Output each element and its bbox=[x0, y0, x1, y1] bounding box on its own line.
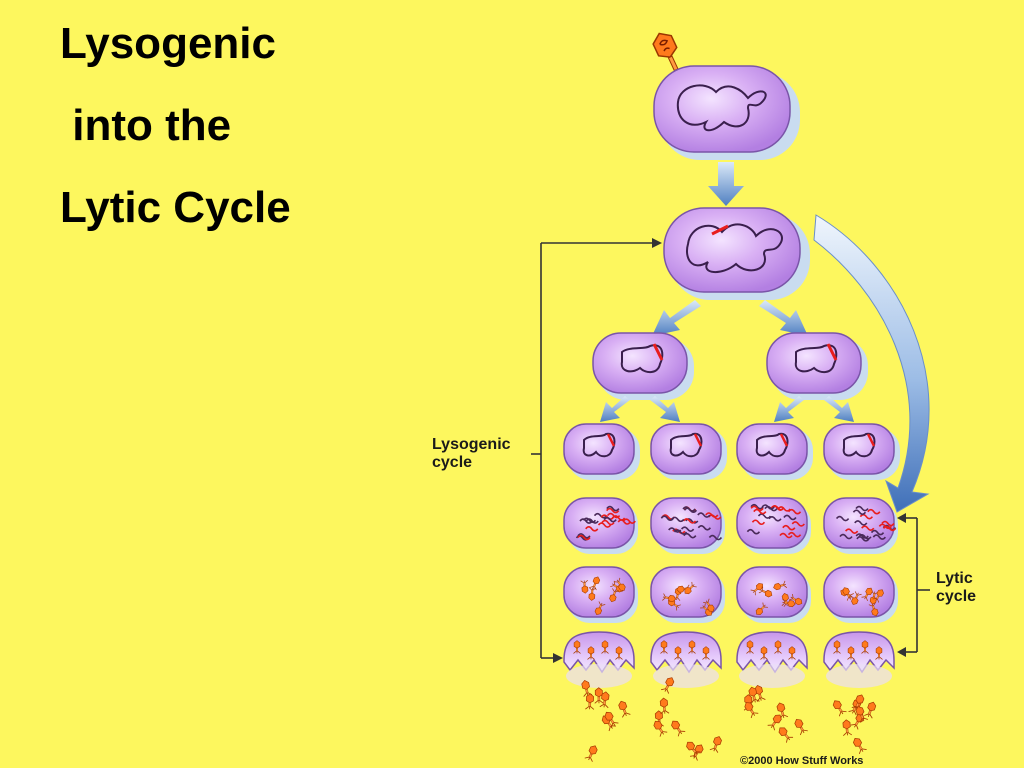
lysing-cell-2 bbox=[650, 631, 724, 762]
assembling-cell-3 bbox=[736, 566, 811, 623]
assembling-cell-1 bbox=[563, 566, 638, 623]
division-arrow-right bbox=[759, 300, 808, 336]
lysogenic-cycle-label-line1: Lysogenic bbox=[432, 436, 511, 453]
phage-attaching-icon bbox=[652, 32, 679, 72]
replicating-cell-2 bbox=[650, 497, 725, 554]
host-cell-gen3-2 bbox=[650, 423, 727, 480]
lytic-cycle-label-line1: Lytic bbox=[936, 570, 973, 587]
lysing-cell-4 bbox=[823, 631, 895, 755]
division-arrow-1 bbox=[708, 162, 744, 206]
lysogenic-arrowhead-bottom bbox=[553, 653, 563, 663]
division-arrow-left bbox=[652, 300, 701, 336]
host-cell-gen2-right bbox=[766, 332, 868, 400]
cells-replicating-dna bbox=[563, 497, 898, 554]
host-cell-gen3-1 bbox=[563, 423, 640, 480]
lytic-bracket bbox=[903, 517, 930, 653]
lytic-arrowhead-bottom bbox=[897, 647, 906, 657]
cells-lysing bbox=[563, 631, 895, 763]
cells-assembling-phages bbox=[563, 566, 898, 623]
title-line-1: Lysogenic bbox=[60, 19, 276, 68]
division-arrows-gen3 bbox=[600, 396, 854, 422]
replicating-cell-3 bbox=[736, 497, 811, 554]
copyright-text: ©2000 How Stuff Works bbox=[740, 755, 863, 767]
title-line-2: into the bbox=[60, 101, 232, 150]
host-cell-infected bbox=[653, 65, 800, 160]
lytic-cycle-label-line2: cycle bbox=[936, 588, 976, 605]
host-cell-gen2-left bbox=[592, 332, 694, 400]
lysogenic-bracket bbox=[531, 242, 655, 659]
host-cell-gen3-3 bbox=[736, 423, 813, 480]
title-line-3: Lytic Cycle bbox=[60, 183, 291, 232]
assembling-cell-4 bbox=[823, 566, 898, 623]
lysing-cell-3 bbox=[736, 631, 809, 744]
lytic-path-arrow bbox=[813, 214, 930, 513]
host-cell-prophage bbox=[663, 207, 810, 300]
replicating-cell-4 bbox=[823, 497, 898, 554]
lysing-cell-1 bbox=[563, 631, 635, 763]
replicating-cell-1 bbox=[563, 497, 638, 554]
assembling-cell-2 bbox=[650, 566, 725, 623]
lysogenic-cycle-label-line2: cycle bbox=[432, 454, 472, 471]
lysogenic-arrowhead-top bbox=[652, 238, 662, 248]
host-cell-gen3-4 bbox=[823, 423, 900, 480]
lytic-arrowhead-top bbox=[897, 513, 906, 523]
